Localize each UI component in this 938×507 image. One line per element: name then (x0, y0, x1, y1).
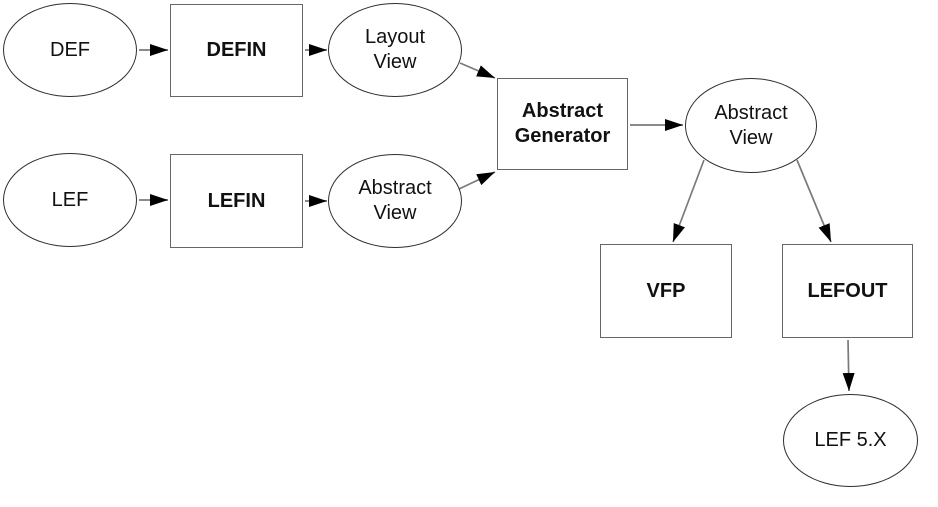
node-abstract-view-in-label-line2: View (373, 202, 417, 224)
node-def: DEF (3, 3, 137, 97)
node-abstract-generator-label-line2: Generator (514, 125, 611, 147)
edge-abstract-view-in-abstract-generator (458, 171, 496, 190)
node-abstract-view-in-label-line1: Abstract (358, 177, 432, 199)
node-vfp-label: VFP (646, 279, 686, 302)
node-vfp: VFP (600, 244, 732, 338)
node-lef-5x: LEF 5.X (783, 394, 918, 487)
edge-abstract-view-out-lefout (796, 159, 832, 243)
edge-layout-view-abstract-generator (459, 62, 496, 79)
node-abstract-generator: Abstract Generator (497, 78, 628, 170)
node-lef-label: LEF (51, 188, 89, 211)
edge-lefout-lef-5x (842, 339, 855, 392)
node-abstract-view-out-label-line1: Abstract (714, 101, 788, 124)
node-defin-label: DEFIN (206, 39, 267, 61)
node-lefin-label: LEFIN (207, 189, 266, 212)
node-lef-5x-label: LEF 5.X (814, 429, 887, 451)
node-lefout-label: LEFOUT (807, 279, 888, 302)
node-abstract-view-out-label-line2: View (729, 126, 773, 149)
node-layout-view-label-line2: View (373, 51, 417, 73)
node-def-label: DEF (50, 38, 90, 61)
edge-abstract-view-out-vfp (672, 159, 705, 243)
node-defin: DEFIN (170, 4, 303, 97)
node-abstract-generator-label-line1: Abstract (521, 100, 604, 122)
node-abstract-view-out: Abstract View (685, 78, 817, 173)
node-lefin: LEFIN (170, 154, 303, 248)
node-lef: LEF (3, 153, 137, 247)
node-layout-view: Layout View (328, 3, 462, 97)
node-layout-view-label-line1: Layout (364, 26, 426, 48)
node-abstract-view-in: Abstract View (328, 154, 462, 248)
node-lefout: LEFOUT (782, 244, 913, 338)
